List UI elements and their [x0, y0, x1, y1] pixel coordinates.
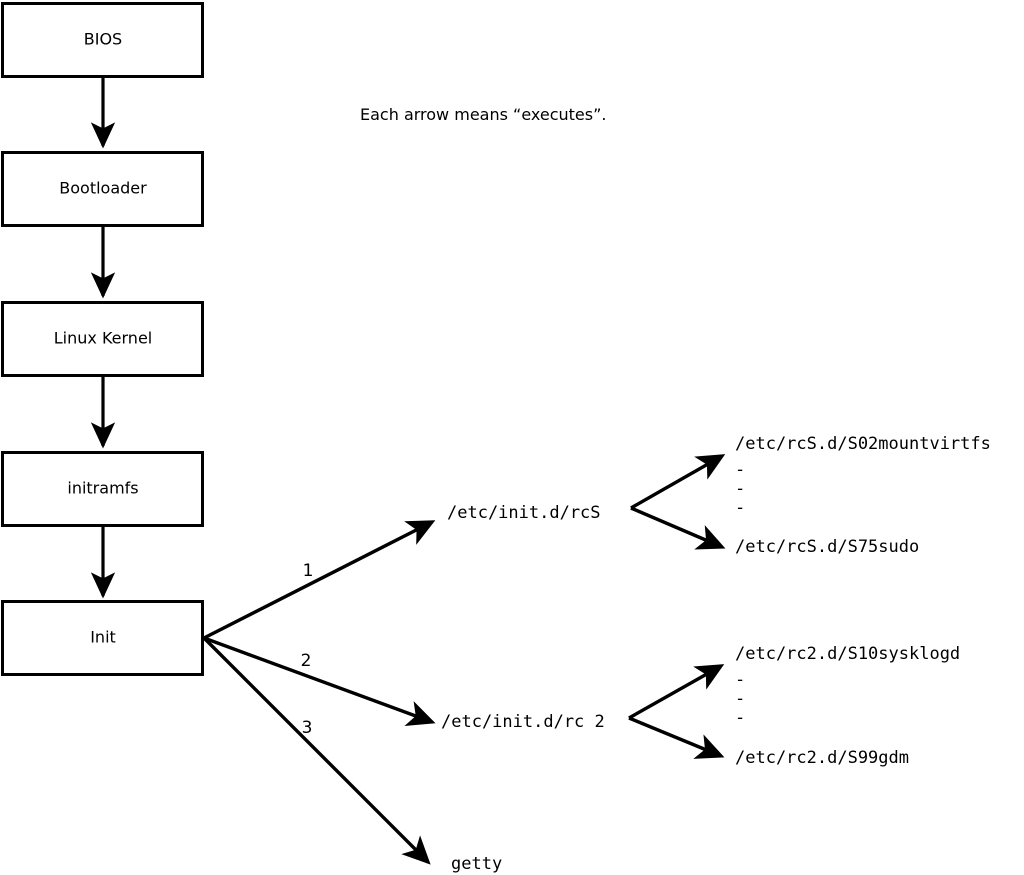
box-initramfs-rect	[1, 451, 204, 527]
box-bios-label: BIOS	[84, 30, 122, 49]
box-initramfs-label: initramfs	[67, 479, 138, 498]
box-init-label: Init	[90, 628, 116, 647]
edge-number-two: 2	[301, 651, 312, 671]
diagram-caption: Each arrow means “executes”.	[360, 105, 606, 124]
label-etc-init-d-rc-2: /etc/init.d/rc 2	[441, 712, 605, 732]
arrow-init-to-rc2	[203, 636, 436, 726]
box-linux-kernel[interactable]: Linux Kernel	[1, 301, 204, 377]
arrow-init-to-getty	[202, 636, 431, 865]
box-bootloader-rect	[1, 151, 204, 227]
label-rc2-ellipsis-3: -	[735, 708, 745, 728]
box-bootloader-label: Bootloader	[59, 179, 147, 198]
arrow-rc2-to-last-script	[628, 716, 725, 759]
arrow-init-to-rcs	[203, 520, 436, 640]
edge-number-one: 1	[303, 561, 314, 581]
label-etc-init-d-rcS: /etc/init.d/rcS	[447, 503, 601, 523]
label-rc2-first-script: /etc/rc2.d/S10sysklogd	[735, 644, 960, 664]
edge-number-three: 3	[302, 718, 313, 738]
label-rcS-last-script: /etc/rcS.d/S75sudo	[735, 537, 919, 557]
label-rc2-last-script: /etc/rc2.d/S99gdm	[735, 748, 909, 768]
label-rcS-ellipsis-1: -	[735, 460, 745, 480]
arrow-rcs-to-last-script	[630, 506, 726, 550]
label-rcS-first-script: /etc/rcS.d/S02mountvirtfs	[735, 434, 991, 454]
box-linux-kernel-label: Linux Kernel	[54, 329, 152, 348]
arrow-rc2-to-first-script	[628, 664, 725, 720]
box-initramfs[interactable]: initramfs	[1, 451, 204, 527]
label-rcS-ellipsis-2: -	[735, 479, 745, 499]
box-bios[interactable]: BIOS	[1, 2, 204, 78]
arrow-rcs-to-first-script	[630, 454, 726, 510]
label-getty: getty	[451, 854, 502, 874]
label-rc2-ellipsis-1: -	[735, 670, 745, 690]
box-bios-rect	[1, 2, 204, 78]
label-rcS-ellipsis-3: -	[735, 498, 745, 518]
box-init[interactable]: Init	[1, 600, 204, 676]
box-linux-kernel-rect	[1, 301, 204, 377]
box-bootloader[interactable]: Bootloader	[1, 151, 204, 227]
box-init-rect	[1, 600, 204, 676]
label-rc2-ellipsis-2: -	[735, 689, 745, 709]
